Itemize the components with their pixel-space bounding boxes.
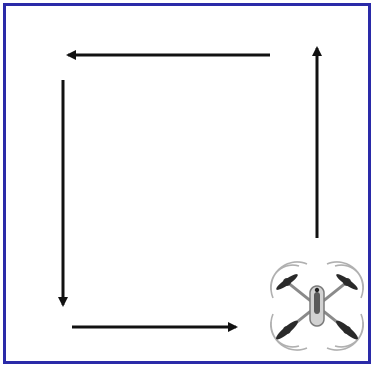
quadcopter-drone-icon bbox=[271, 262, 363, 350]
